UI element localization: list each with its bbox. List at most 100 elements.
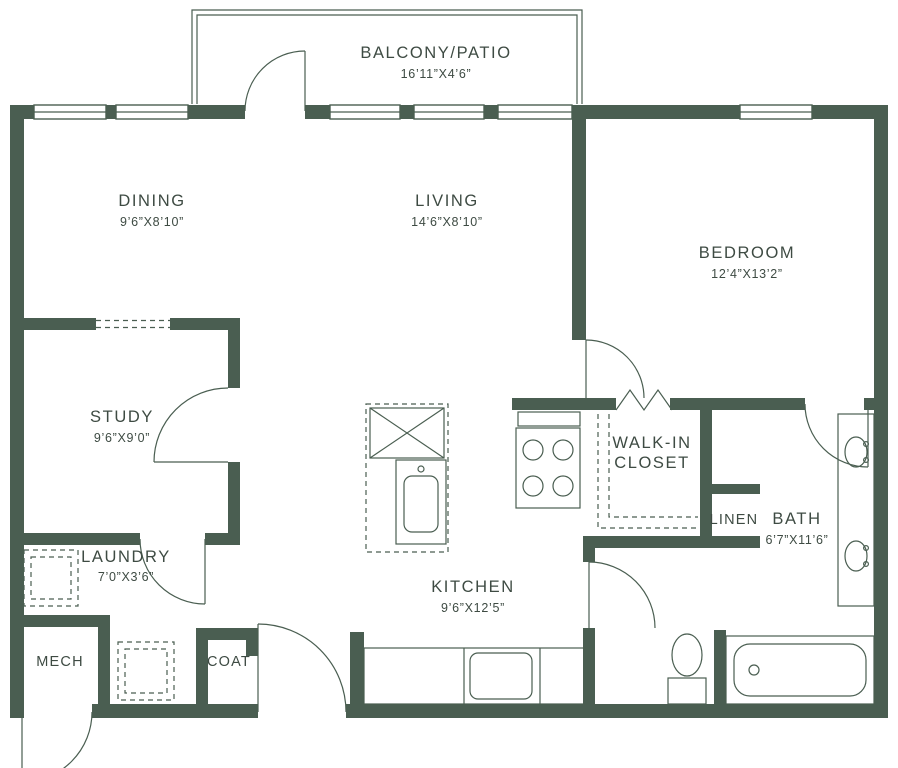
bath-fixtures: [667, 413, 875, 705]
wall-segment: [400, 105, 414, 119]
wall-segment: [92, 704, 258, 718]
wall-segment: [228, 462, 240, 533]
wall-segment: [24, 533, 140, 545]
toilet-tank: [667, 677, 707, 705]
window: [33, 104, 107, 120]
bath-label: BATH: [772, 510, 821, 528]
door-swing-arc: [257, 623, 347, 713]
vanity-sink: [844, 540, 868, 572]
wall-segment: [10, 105, 24, 718]
study-dims: 9’6”X9’0”: [94, 431, 150, 445]
wall-segment: [714, 630, 726, 704]
window: [329, 104, 401, 120]
closet-fixtures: [597, 414, 698, 529]
wall-segment: [208, 628, 258, 640]
wall-segment: [350, 632, 364, 704]
wall-segment: [170, 318, 240, 330]
hall-bath-door: [588, 561, 656, 629]
burner-icon: [552, 439, 574, 461]
wall-segment: [305, 105, 330, 119]
wall-segment: [712, 484, 760, 494]
burner-icon: [522, 439, 544, 461]
closet-shelf-line: [597, 414, 698, 529]
wall-segment: [864, 398, 874, 410]
island-counter: [369, 407, 445, 459]
wall-segment: [583, 536, 760, 548]
wall-segment: [106, 105, 116, 119]
closet-bifold-door: [615, 388, 673, 412]
kitchen-fixtures: [363, 403, 589, 705]
window: [739, 104, 813, 120]
interior-walls: [24, 105, 874, 704]
tub-outline: [725, 635, 875, 705]
dining-dims: 9’6”X8’10”: [120, 215, 184, 229]
wall-segment: [583, 628, 595, 704]
laundry-door: [139, 538, 206, 605]
kitchen-sink: [403, 475, 439, 533]
door-swing-arc: [62, 711, 93, 768]
wall-segment: [712, 398, 805, 410]
window: [115, 104, 189, 120]
wall-segment: [188, 105, 245, 119]
dryer-outline: [117, 641, 175, 701]
wall-segment: [812, 105, 888, 119]
laundry-dims: 7’0”X3’6”: [98, 570, 154, 584]
room-labels: BALCONY/PATIO 16’11”X4’6” DINING 9’6”X8’…: [36, 44, 828, 670]
wall-segment: [196, 628, 208, 704]
walk-in-closet-label-line1: WALK-IN: [612, 434, 691, 452]
dining-label: DINING: [118, 192, 185, 210]
balcony-rail-outer: [191, 9, 583, 104]
wall-segment: [246, 640, 258, 656]
wall-segment: [205, 533, 240, 545]
toilet-bowl: [671, 633, 703, 677]
wall-segment: [700, 398, 712, 548]
door-swing-arc: [153, 387, 229, 463]
tub-drain-icon: [748, 664, 760, 676]
burner-icon: [552, 475, 574, 497]
wall-segment: [346, 704, 888, 718]
range-back: [517, 411, 581, 427]
laundry-fixtures: [23, 549, 175, 701]
wall-segment: [583, 548, 595, 562]
door-swing-arc: [244, 50, 306, 112]
wall-segment: [484, 105, 498, 119]
wall-segment: [572, 105, 740, 119]
kitchen-dims: 9’6”X12’5”: [441, 601, 505, 615]
vanity-sink: [844, 436, 868, 468]
faucet-icon: [862, 441, 869, 448]
burner-icon: [522, 475, 544, 497]
wall-segment: [228, 330, 240, 388]
exterior-walls: [10, 105, 888, 718]
wall-segment: [10, 704, 22, 718]
living-label: LIVING: [415, 192, 479, 210]
balcony-rail-inner: [196, 14, 578, 104]
linen-label: LINEN: [710, 512, 759, 528]
bedroom-door: [585, 339, 645, 399]
faucet-icon: [862, 457, 869, 464]
entry-door: [257, 623, 347, 713]
cased-opening: [96, 319, 170, 329]
bath-dims: 6’7”X11’6”: [765, 533, 828, 547]
wall-segment: [572, 105, 586, 340]
dishwasher: [469, 652, 533, 700]
balcony-door: [244, 50, 306, 112]
door-swing-arc: [588, 561, 656, 629]
windows: [33, 104, 813, 120]
wall-segment: [586, 398, 616, 410]
wall-segment: [24, 318, 96, 330]
faucet-icon: [862, 544, 869, 551]
door-swing-arc: [804, 403, 869, 468]
door-swing-arc: [139, 538, 206, 605]
door-swing-arc: [585, 339, 645, 399]
kitchen-island: [365, 403, 449, 553]
washer-inner: [30, 556, 72, 600]
dryer-inner: [124, 648, 168, 694]
walk-in-closet-label-line2: CLOSET: [614, 454, 690, 472]
cooktop: [515, 427, 581, 509]
laundry-label: LAUNDRY: [81, 548, 171, 566]
washer-outline: [23, 549, 79, 607]
doors: [21, 50, 869, 768]
faucet-icon: [862, 560, 869, 567]
